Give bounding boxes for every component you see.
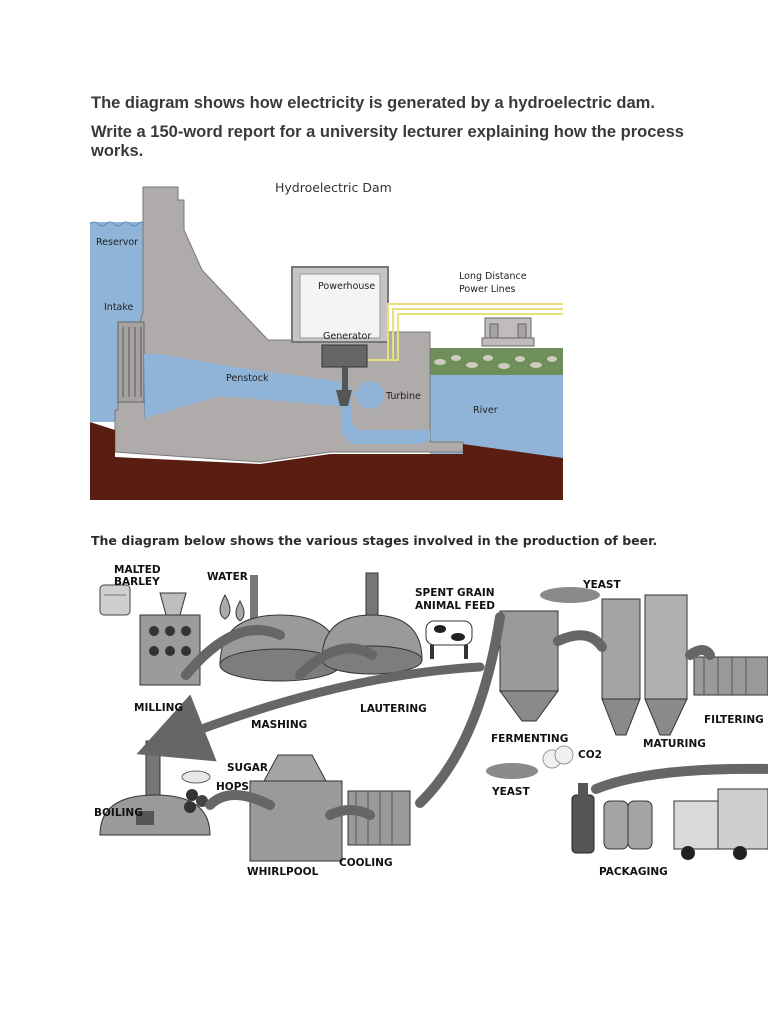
task2-prompt: The diagram below shows the various stag… <box>91 533 658 548</box>
filter-machine-icon <box>693 656 768 696</box>
ground <box>90 422 563 500</box>
kegs-icon <box>603 800 653 850</box>
label-milling: MILLING <box>134 702 183 714</box>
hydroelectric-dam-diagram: Hydroelectric Dam Reservor Intake Powerh… <box>90 172 563 500</box>
label-power-lines-2: Power Lines <box>459 284 516 295</box>
label-generator: Generator <box>323 331 371 342</box>
label-yeast-top: YEAST <box>582 579 621 591</box>
label-cooling: COOLING <box>339 857 393 869</box>
task1-prompt-line2: Write a 150-word report for a university… <box>91 123 684 160</box>
maturing-tanks-icon <box>601 594 688 736</box>
cow-icon <box>425 620 473 659</box>
process-arrows <box>136 612 768 820</box>
yeast-pile-top-icon <box>540 587 600 603</box>
turbine-icon <box>336 390 352 406</box>
label-sugar: SUGAR <box>227 762 268 774</box>
label-filtering: FILTERING <box>704 714 764 726</box>
turbine-chamber <box>356 381 384 409</box>
label-fermenting: FERMENTING <box>491 733 568 745</box>
label-barley: BARLEY <box>114 576 160 588</box>
dam-diagram-title: Hydroelectric Dam <box>275 180 392 195</box>
label-mashing: MASHING <box>251 719 307 731</box>
label-co2: CO2 <box>578 749 602 761</box>
label-yeast-bottom: YEAST <box>491 786 530 798</box>
co2-cloud-icon <box>542 745 574 769</box>
label-packaging: PACKAGING <box>599 866 668 878</box>
penstock-channel <box>144 354 355 418</box>
power-lines <box>368 303 563 361</box>
river-water <box>430 372 563 462</box>
label-lautering: LAUTERING <box>360 703 427 715</box>
label-water: WATER <box>207 571 248 583</box>
barley-sack-icon <box>99 584 131 616</box>
label-turbine: Turbine <box>385 391 421 402</box>
cooling-unit-icon <box>347 790 411 846</box>
bottle-icon <box>571 783 595 854</box>
label-powerhouse: Powerhouse <box>318 281 375 292</box>
yeast-pile-bottom-icon <box>486 763 538 779</box>
fermenter-icon <box>499 610 559 722</box>
delivery-truck-icon <box>673 788 768 860</box>
label-river: River <box>473 405 498 416</box>
label-malted: MALTED <box>114 564 161 576</box>
transmission-pylon <box>481 317 535 347</box>
label-reservoir: Reservor <box>96 237 138 248</box>
sugar-hops-icon <box>181 770 211 813</box>
water-drop-icon <box>219 593 245 622</box>
label-maturing: MATURING <box>643 738 706 750</box>
milling-machine-icon <box>139 592 201 686</box>
label-spent-grain: SPENT GRAIN <box>415 587 495 599</box>
whirlpool-tank-icon <box>249 754 343 862</box>
label-whirlpool: WHIRLPOOL <box>247 866 319 878</box>
label-intake: Intake <box>104 302 134 313</box>
task1-prompt-line1: The diagram shows how electricity is gen… <box>91 94 655 112</box>
label-hops: HOPS <box>216 781 249 793</box>
river-bank <box>430 348 563 375</box>
generator-icon <box>321 344 368 368</box>
label-animal-feed: ANIMAL FEED <box>415 600 495 612</box>
label-boiling: BOILING <box>94 807 143 819</box>
label-power-lines-1: Long Distance <box>459 271 527 282</box>
label-penstock: Penstock <box>226 373 269 384</box>
beer-production-diagram: MALTED BARLEY WATER SPENT GRAIN ANIMAL F… <box>90 555 768 880</box>
intake-grate <box>117 321 145 403</box>
